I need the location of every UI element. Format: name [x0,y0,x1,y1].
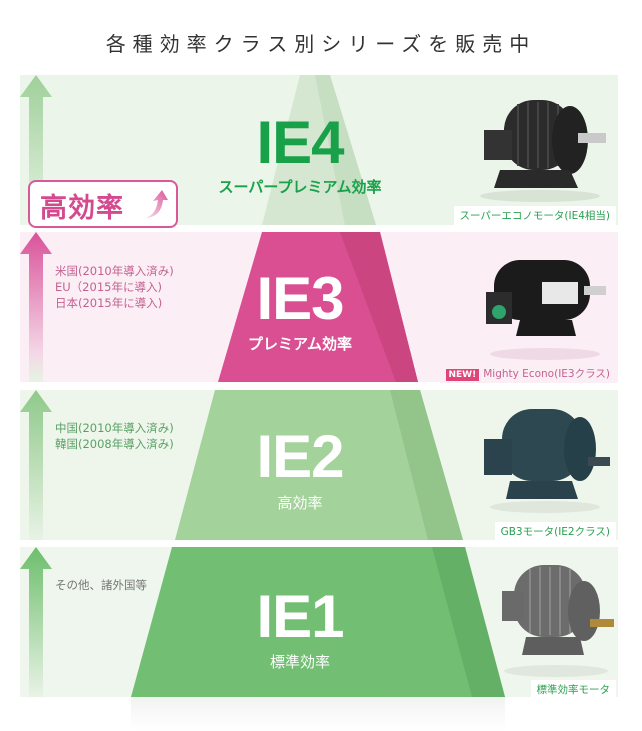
ie1-motor-image[interactable] [496,553,616,678]
green-up-arrow-icon [20,75,52,225]
new-badge: NEW! [445,369,480,381]
ie1-subtitle: 標準効率 [269,653,330,671]
green-up-arrow-icon [20,390,52,540]
ie3-motor-image[interactable] [480,236,610,361]
ie2-subtitle: 高効率 [277,494,323,512]
ie4-label: IE4 [256,109,344,176]
ie2-motor-image[interactable] [480,395,610,520]
ie4-subtitle: スーパープレミアム効率 [218,178,382,196]
ie4-motor-image[interactable] [470,78,610,203]
ie2-notes: 中国(2010年導入済み) 韓国(2008年導入済み) [55,421,174,451]
high-efficiency-badge: 高効率 [28,180,178,228]
ie2-label: IE2 [256,423,344,490]
badge-label: 高効率 [40,193,124,224]
pink-up-arrow-icon [20,232,52,382]
up-arrow-icon [144,190,168,218]
ie2-product-caption[interactable]: GB3モータ(IE2クラス) [494,522,616,541]
green-up-arrow-icon [20,547,52,697]
ie4-product-caption[interactable]: スーパーエコノモータ(IE4相当) [453,206,616,225]
ie1-notes: その他、諸外国等 [55,578,147,592]
ie3-notes: 米国(2010年導入済み) EU（2015年に導入) 日本(2015年に導入) [55,264,174,310]
ie3-label: IE3 [256,265,344,332]
ie3-subtitle: プレミアム効率 [248,335,352,353]
ie3-product-caption[interactable]: NEW!Mighty Econo(IE3クラス) [439,364,616,383]
page-title: 各種効率クラス別シリーズを販売中 [105,32,537,56]
pyramid-reflection [131,697,505,731]
ie1-product-caption[interactable]: 標準効率モータ [530,680,616,699]
ie1-label: IE1 [256,583,344,650]
